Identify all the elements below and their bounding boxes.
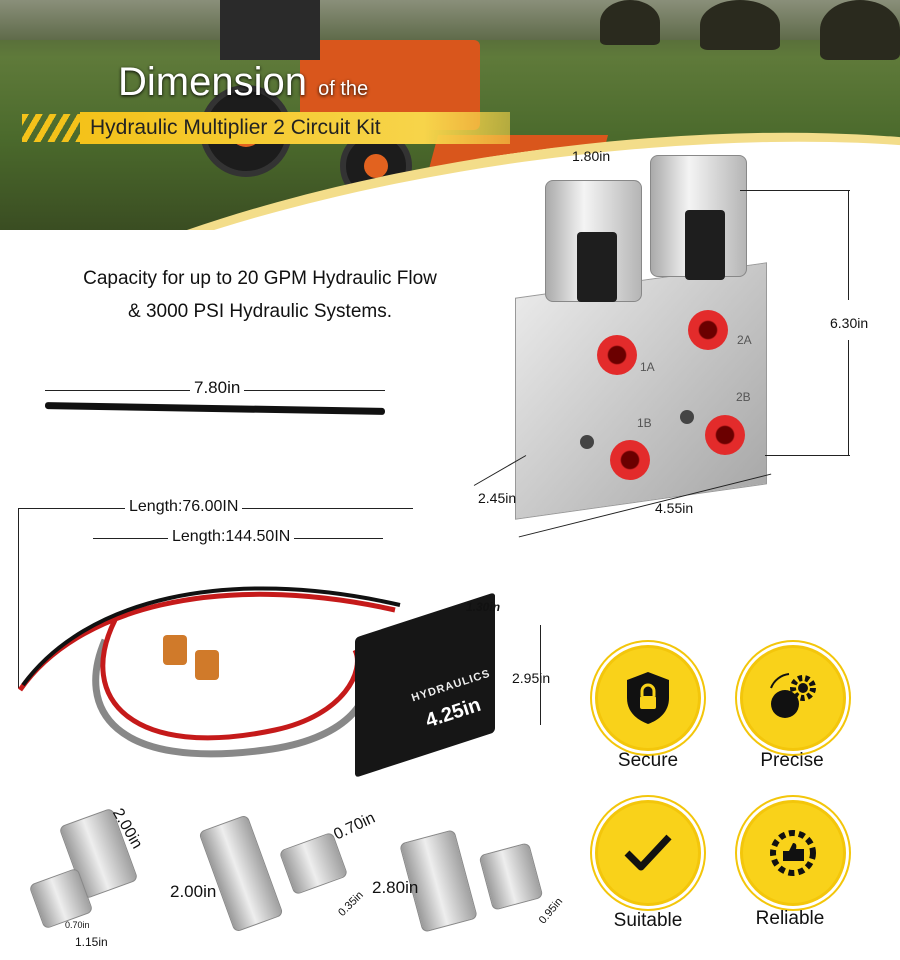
feature-label-reliable: Reliable	[755, 908, 825, 929]
port-1a	[597, 335, 637, 375]
valve-width-label: 1.80in	[572, 148, 611, 164]
socket-fitting	[478, 842, 544, 911]
elbow-bore-label: 0.35in	[336, 889, 366, 919]
coil-connector	[577, 232, 617, 302]
socket-length-label: 2.80in	[372, 878, 419, 897]
coupler-inner-label: 0.70in	[65, 920, 90, 930]
tree	[700, 0, 780, 50]
feature-precise	[740, 645, 846, 751]
shield-lock-icon	[627, 672, 669, 724]
mount-hole	[680, 410, 694, 424]
feature-label-secure: Secure	[617, 750, 679, 771]
decorative-stripes	[22, 114, 82, 142]
dimension-line	[848, 340, 849, 455]
adapter-length-label: 2.00in	[170, 882, 217, 901]
page-title: Dimension of the	[118, 60, 368, 105]
feature-reliable	[740, 800, 846, 906]
valve-length-label: 4.55in	[655, 500, 694, 516]
capacity-line-1: Capacity for up to 20 GPM Hydraulic Flow	[83, 268, 437, 289]
cable-tie	[44, 402, 386, 415]
valve-height-label: 6.30in	[830, 315, 869, 331]
feature-suitable	[595, 800, 701, 906]
checkmark-icon	[624, 834, 672, 871]
port-2b	[705, 415, 745, 455]
dimension-line	[848, 190, 849, 300]
header-banner-photo	[0, 0, 900, 230]
port-label: 2A	[737, 333, 752, 347]
coupler-outer-label: 1.15in	[75, 935, 108, 949]
port-label: 2B	[736, 390, 751, 404]
dimension-line	[765, 455, 850, 456]
dimension-line	[18, 508, 19, 688]
gear-thumbs-up-icon	[770, 830, 816, 876]
port-label: 1A	[640, 360, 655, 374]
subtitle: Hydraulic Multiplier 2 Circuit Kit	[90, 116, 381, 139]
controller-height-label: 2.95in	[512, 670, 551, 686]
tree	[820, 0, 900, 60]
coil-connector	[685, 210, 725, 280]
title-main: Dimension	[118, 60, 307, 104]
harness-length-1-label: Length:76.00IN	[125, 498, 243, 516]
tree	[600, 0, 660, 45]
dimension-line	[740, 190, 850, 191]
port-label: 1B	[637, 416, 652, 430]
tractor-cab	[220, 0, 320, 60]
capacity-text: Capacity for up to 20 GPM Hydraulic Flow…	[40, 262, 480, 328]
subtitle-bar	[80, 112, 510, 144]
gear-target-icon	[770, 673, 816, 718]
port-2a	[688, 310, 728, 350]
harness-length-2-label: Length:144.50IN	[168, 528, 295, 546]
socket-diameter-label: 0.95in	[536, 895, 566, 927]
title-suffix: of the	[318, 78, 369, 100]
valve-depth-label: 2.45in	[478, 490, 517, 506]
capacity-line-2: & 3000 PSI Hydraulic Systems.	[128, 301, 392, 322]
feature-label-suitable: Suitable	[613, 910, 683, 931]
feature-label-precise: Precise	[760, 750, 824, 771]
controller-depth-label: 1.30in	[466, 600, 501, 614]
mount-hole	[580, 435, 594, 449]
cable-tie-length-label: 7.80in	[190, 378, 245, 398]
adapter-fitting	[198, 814, 284, 933]
port-1b	[610, 440, 650, 480]
dimension-line	[540, 625, 541, 725]
feature-secure	[595, 645, 701, 751]
elbow-length-label: 0.70in	[331, 809, 378, 844]
